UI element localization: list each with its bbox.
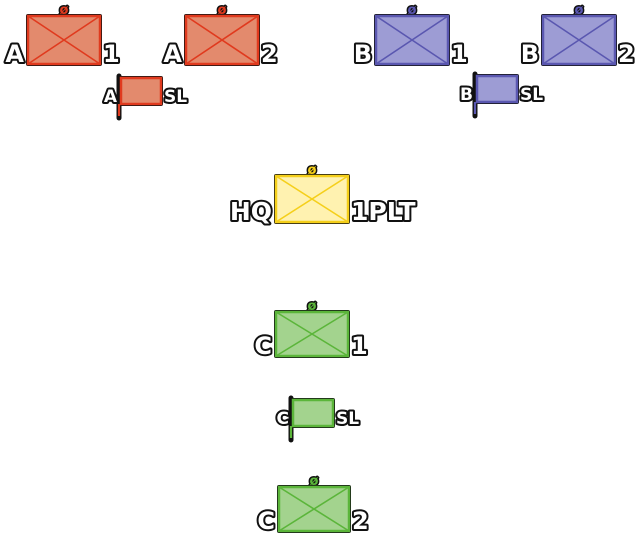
unit-number-label: 1 — [103, 40, 120, 68]
unit-asl: A SL — [102, 73, 189, 121]
unit-number-label: 2 — [261, 40, 278, 68]
infantry-cross-icon — [542, 15, 616, 65]
leader-flag-icon — [291, 398, 335, 428]
unit-number-label: 1 — [351, 332, 368, 360]
infantry-cross-icon — [27, 15, 101, 65]
unit-number-label: 2 — [352, 507, 369, 535]
unit-bsl: B SL — [458, 71, 545, 119]
infantry-cross-icon — [185, 15, 259, 65]
unit-letter-label: A — [5, 40, 24, 68]
unit-letter-label: C — [257, 507, 275, 535]
unit-number-label: SL — [336, 409, 359, 429]
unit-letter-label: C — [277, 409, 289, 429]
unit-number-label: 1 — [451, 40, 468, 68]
unit-letter-label: B — [521, 40, 539, 68]
unit-letter-label: A — [104, 87, 118, 107]
leader-flag-icon — [475, 74, 519, 104]
leader-flag-icon — [119, 76, 163, 106]
unit-letter-label: B — [354, 40, 372, 68]
infantry-cross-icon — [275, 311, 349, 357]
unit-letter-label: B — [460, 85, 473, 105]
unit-number-label: SL — [520, 85, 543, 105]
infantry-cross-icon — [275, 175, 349, 223]
unit-letter-label: HQ — [230, 197, 272, 226]
unit-number-label: SL — [164, 87, 187, 107]
unit-number-label: 2 — [618, 40, 635, 68]
infantry-cross-icon — [278, 486, 350, 532]
infantry-cross-icon — [375, 15, 449, 65]
unit-letter-label: C — [254, 332, 272, 360]
unit-number-label: 1PLT — [351, 197, 416, 226]
unit-csl: C SL — [275, 395, 361, 443]
unit-letter-label: A — [163, 40, 182, 68]
